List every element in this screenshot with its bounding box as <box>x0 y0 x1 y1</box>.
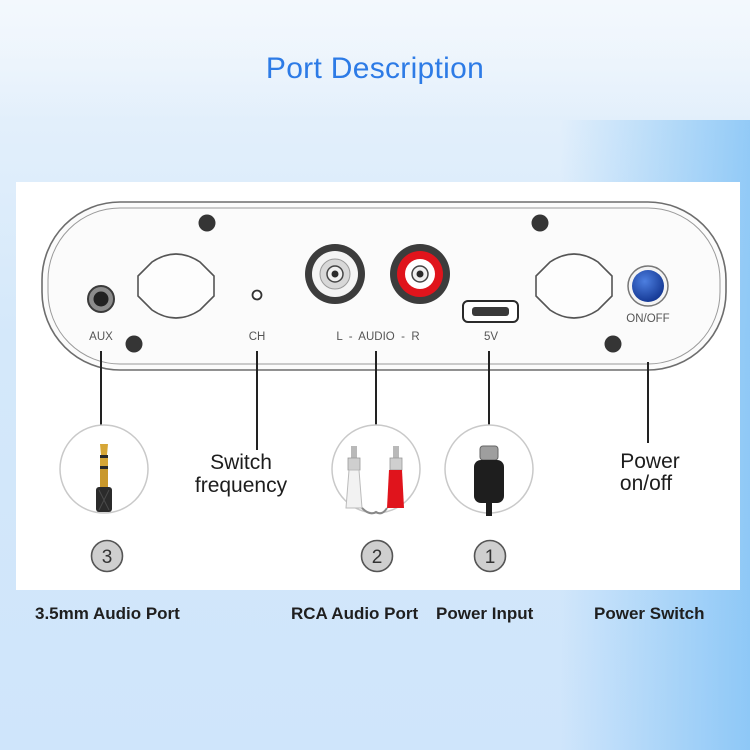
usb-cable-icon <box>474 445 504 516</box>
label-power-input: Power Input <box>436 604 534 623</box>
rca-white-pin <box>331 270 339 278</box>
badge-rca <box>360 539 394 573</box>
power-on-off-line1: Power <box>620 450 680 473</box>
page-title: Port Description <box>265 52 485 85</box>
rca-red-pin <box>416 270 424 278</box>
badge-aux-number: 3 <box>102 547 113 568</box>
device-diagram: AUX CH L - AUDIO - R 5V ON/OFF <box>41 201 727 573</box>
screw-top-left <box>198 214 216 232</box>
switch-frequency-line1: Switch <box>210 451 272 474</box>
background-top-glow <box>0 0 750 120</box>
antenna-mount-left <box>137 253 215 319</box>
ch-label: CH <box>249 331 266 343</box>
antenna-mount-right <box>535 253 613 319</box>
label-power-switch: Power Switch <box>594 604 705 623</box>
micro-usb-port-inner <box>472 307 509 316</box>
label-3-5mm-audio-port: 3.5mm Audio Port <box>35 604 180 623</box>
audio-label: L - AUDIO - R <box>336 331 419 343</box>
aux-jack-hole <box>93 291 109 307</box>
badge-power-number: 1 <box>485 547 496 568</box>
badge-power <box>473 539 507 573</box>
screw-top-right <box>531 214 549 232</box>
device-body-outer <box>41 201 727 371</box>
rca-plug-icon <box>345 446 404 515</box>
five-v-label: 5V <box>484 331 498 343</box>
power-button-cap <box>632 270 664 302</box>
aux-plug-icon <box>96 444 112 512</box>
power-on-off-line2: on/off <box>620 472 672 495</box>
rca-plug-callout <box>331 424 421 514</box>
badge-rca-number: 2 <box>372 547 383 568</box>
device-body-inner <box>47 207 721 365</box>
switch-frequency-line2: frequency <box>195 474 288 497</box>
diagram-panel: AUX CH L - AUDIO - R 5V ON/OFF <box>16 182 740 590</box>
screw-bottom-right <box>604 335 622 353</box>
screw-bottom-left <box>125 335 143 353</box>
ch-pinhole-icon <box>251 289 263 301</box>
aux-label: AUX <box>89 331 113 343</box>
badge-aux <box>90 539 124 573</box>
label-rca-audio-port: RCA Audio Port <box>291 604 419 623</box>
on-off-label: ON/OFF <box>626 313 669 325</box>
